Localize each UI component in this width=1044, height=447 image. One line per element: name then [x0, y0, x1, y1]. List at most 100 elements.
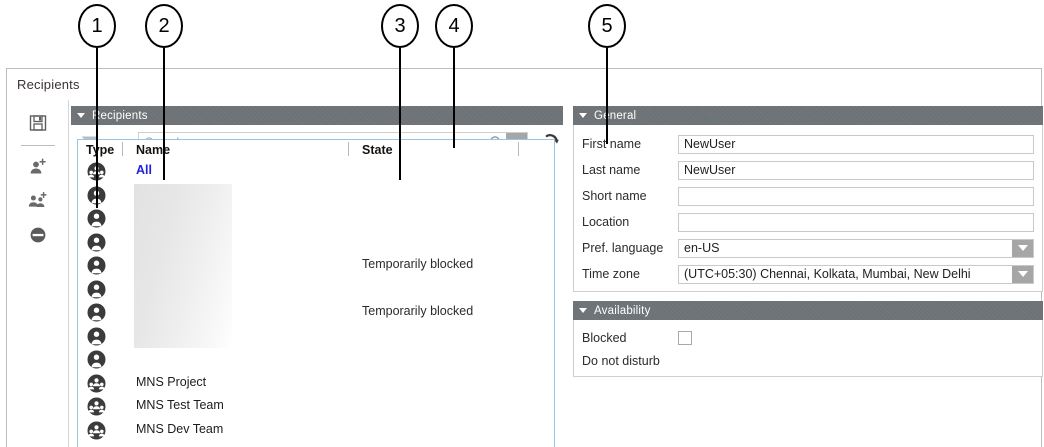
callout-number: 3: [381, 4, 419, 48]
availability-row: Do not disturb: [582, 349, 1034, 372]
callout-number: 5: [588, 4, 626, 48]
input-location[interactable]: [678, 212, 1034, 232]
form-row: Short name: [582, 183, 1034, 209]
field-label: Blocked: [582, 330, 627, 345]
person-icon: [86, 302, 106, 323]
recipients-header-label: Recipients: [92, 109, 148, 122]
section-gap: [573, 292, 1043, 301]
chevron-down-icon: [1017, 245, 1028, 251]
field-label: Time zone: [582, 267, 640, 281]
table-row[interactable]: [78, 184, 554, 208]
field-label: Short name: [582, 189, 647, 203]
grid-header-row: Type Name State: [78, 140, 554, 160]
callout-number: 4: [435, 4, 473, 48]
form-row: Last name NewUser: [582, 157, 1034, 183]
availability-row: Blocked: [582, 326, 1034, 349]
table-row[interactable]: [78, 231, 554, 255]
dropdown-value: (UTC+05:30) Chennai, Kolkata, Mumbai, Ne…: [684, 267, 971, 281]
column-header-state[interactable]: State: [362, 143, 393, 157]
cell-name: MNS Test Team: [136, 398, 224, 412]
column-divider[interactable]: [122, 142, 123, 156]
redacted-names-overlay: [134, 184, 232, 348]
save-button[interactable]: [18, 108, 58, 142]
table-row[interactable]: Temporarily blocked: [78, 301, 554, 325]
person-icon: [86, 208, 106, 229]
page-title: Recipients: [17, 77, 80, 92]
cell-name[interactable]: All: [136, 163, 152, 177]
general-header-label: General: [594, 109, 637, 122]
callout-leader-line: [398, 48, 402, 180]
field-label: Do not disturb: [582, 353, 660, 368]
form-row: First name NewUser: [582, 131, 1034, 157]
field-label: First name: [582, 137, 642, 151]
floppy-disk-icon: [28, 113, 48, 138]
callout-leader-line: [162, 48, 166, 180]
table-row[interactable]: [78, 278, 554, 302]
form-row: Pref. language en-US: [582, 235, 1034, 261]
table-row[interactable]: MNS Test Team: [78, 395, 554, 419]
add-user-button[interactable]: [18, 152, 58, 186]
input-last-name[interactable]: NewUser: [678, 160, 1034, 180]
callout-leader-line: [452, 48, 456, 148]
callout-4: 4: [435, 4, 473, 148]
availability-section-header[interactable]: Availability: [573, 301, 1043, 320]
person-icon: [86, 279, 106, 300]
callout-3: 3: [381, 4, 419, 180]
group-icon: [86, 420, 106, 441]
application-window: Recipients: [6, 68, 1043, 447]
group-icon: [86, 373, 106, 394]
collapse-triangle-icon[interactable]: [77, 113, 85, 118]
recipients-panel: Recipients Search: [71, 106, 563, 447]
rail-divider: [21, 145, 55, 146]
table-row[interactable]: [78, 207, 554, 231]
person-icon: [86, 349, 106, 370]
block-circle-icon: [28, 225, 48, 250]
field-label: Pref. language: [582, 241, 664, 255]
cell-state: Temporarily blocked: [362, 304, 474, 318]
dropdown-time-zone[interactable]: (UTC+05:30) Chennai, Kolkata, Mumbai, Ne…: [678, 264, 1034, 284]
recipients-section-header[interactable]: Recipients: [71, 106, 563, 125]
form-row: Time zone (UTC+05:30) Chennai, Kolkata, M…: [582, 261, 1034, 287]
column-divider[interactable]: [518, 142, 519, 156]
collapse-triangle-icon[interactable]: [579, 308, 587, 313]
command-rail: [7, 100, 69, 447]
collapse-triangle-icon[interactable]: [579, 113, 587, 118]
callout-leader-line: [95, 48, 99, 208]
table-row[interactable]: MNS Dev Team: [78, 419, 554, 443]
field-label: Last name: [582, 163, 641, 177]
add-user-icon: [28, 157, 48, 182]
dropdown-pref-language[interactable]: en-US: [678, 238, 1034, 258]
table-row[interactable]: [78, 325, 554, 349]
cell-name: MNS Project: [136, 374, 207, 389]
person-icon: [86, 326, 106, 347]
dropdown-button[interactable]: [1012, 239, 1033, 257]
availability-form: Blocked Do not disturb: [574, 320, 1042, 376]
dropdown-value: en-US: [684, 241, 720, 255]
availability-header-label: Availability: [594, 304, 651, 317]
table-row[interactable]: MNS Project: [78, 372, 554, 396]
table-row[interactable]: [78, 348, 554, 372]
callout-1: 1: [78, 4, 116, 208]
add-group-button[interactable]: [18, 186, 58, 220]
table-row[interactable]: Temporarily blocked: [78, 254, 554, 278]
dropdown-button[interactable]: [1012, 265, 1033, 283]
group-icon: [86, 396, 106, 417]
checkbox-blocked[interactable]: [678, 330, 692, 345]
table-row[interactable]: All: [78, 160, 554, 184]
input-short-name[interactable]: [678, 186, 1034, 206]
block-button[interactable]: [18, 220, 58, 254]
column-header-type[interactable]: Type: [86, 143, 115, 157]
form-row: Location: [582, 209, 1034, 235]
column-header-name[interactable]: Name: [136, 143, 171, 157]
input-first-name[interactable]: NewUser: [678, 134, 1034, 154]
callout-number: 1: [78, 4, 116, 48]
availability-section-body: Blocked Do not disturb: [573, 320, 1043, 377]
callout-number: 2: [145, 4, 183, 48]
add-group-icon: [28, 191, 48, 216]
column-divider[interactable]: [348, 142, 349, 156]
general-section-header[interactable]: General: [573, 106, 1043, 125]
